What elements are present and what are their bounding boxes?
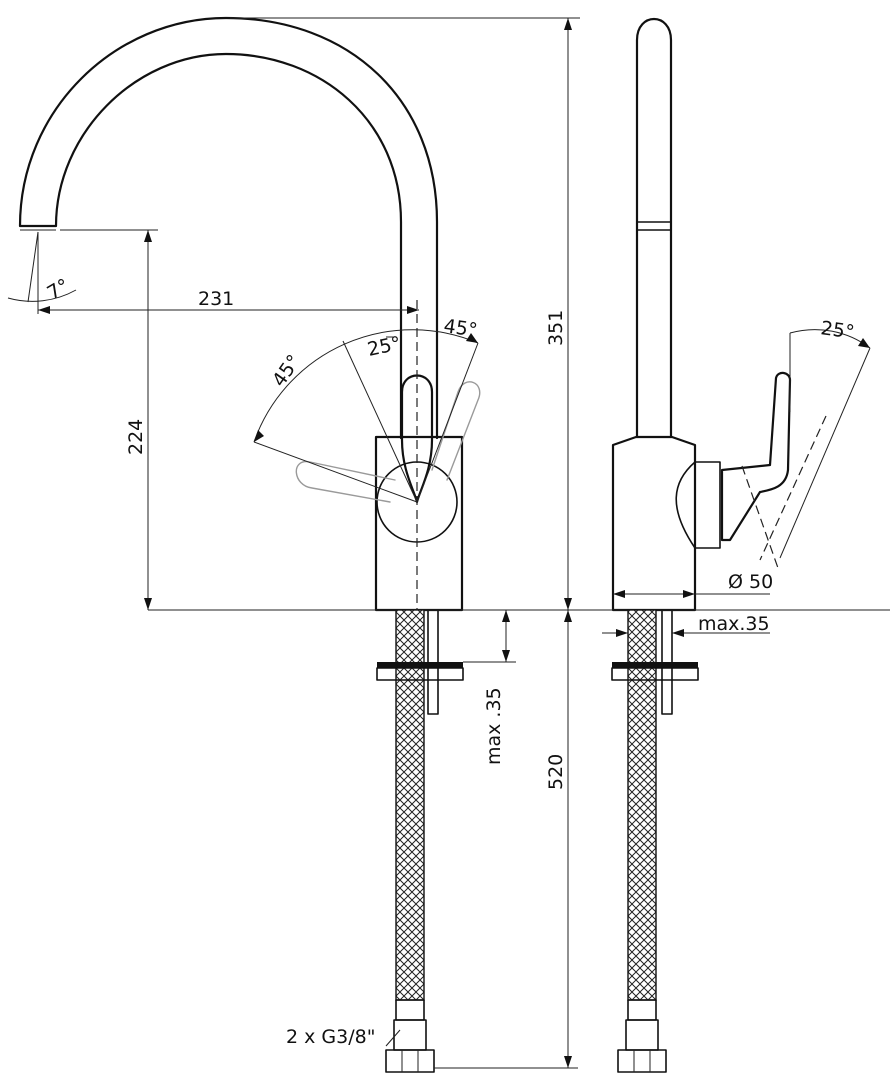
label-231: 231 bbox=[198, 288, 234, 310]
dimension-arrows bbox=[38, 18, 870, 1068]
lever-upright bbox=[400, 374, 434, 504]
label-520: 520 bbox=[545, 754, 567, 790]
front-view bbox=[18, 16, 481, 1073]
hose-nut-front bbox=[385, 1049, 435, 1073]
side-body bbox=[611, 435, 697, 612]
angle-ray-left bbox=[253, 441, 418, 503]
mounting-plate-side bbox=[611, 667, 699, 681]
angle-ray-center bbox=[342, 340, 418, 503]
side-lever-housing bbox=[675, 461, 721, 549]
spout-angle-arc bbox=[7, 289, 77, 302]
mixer-body-front bbox=[374, 435, 464, 612]
hose-nut-side bbox=[617, 1049, 667, 1073]
dimension-labels: 231 224 351 520 7° 45° 25° 45° 25° Ø 50 … bbox=[44, 274, 856, 1048]
label-max35-side: max.35 bbox=[698, 613, 770, 635]
dimension-lines bbox=[7, 17, 890, 1069]
side-lever bbox=[720, 371, 792, 542]
mounting-plate-front bbox=[376, 667, 464, 681]
side-view bbox=[602, 17, 871, 1073]
mounting-washer-front bbox=[377, 662, 463, 668]
label-224: 224 bbox=[125, 419, 147, 455]
label-connection: 2 x G3/8" bbox=[286, 1026, 375, 1048]
label-lever-45-left: 45° bbox=[268, 351, 305, 391]
mounting-washer-side bbox=[612, 662, 698, 668]
label-side-25: 25° bbox=[819, 317, 855, 343]
angle-ray-right bbox=[416, 342, 479, 503]
label-max35-front: max .35 bbox=[483, 687, 505, 765]
label-lever-45-right: 45° bbox=[442, 315, 478, 341]
label-351: 351 bbox=[545, 310, 567, 346]
hose-ferrule-front bbox=[395, 999, 425, 1021]
label-diameter: Ø 50 bbox=[728, 571, 773, 593]
side-spout-ring bbox=[636, 221, 672, 231]
label-lever-25: 25° bbox=[365, 332, 403, 361]
spout-outer-contour bbox=[18, 16, 439, 440]
side-spout-tube bbox=[635, 17, 673, 439]
